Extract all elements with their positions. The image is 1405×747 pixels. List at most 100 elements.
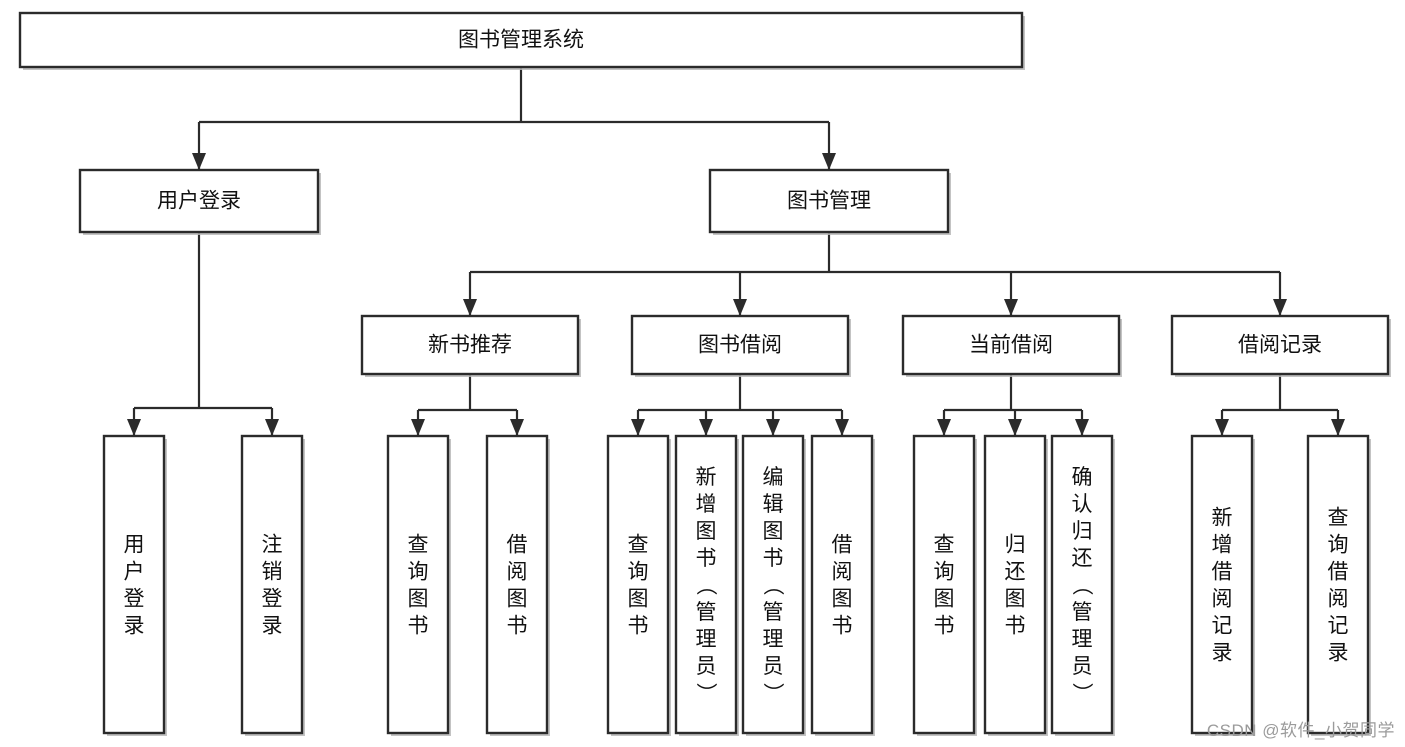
svg-text:归: 归 (1072, 520, 1093, 543)
svg-text:录: 录 (262, 615, 283, 638)
arrow-head-icon (822, 153, 836, 170)
svg-text:）: ） (694, 683, 717, 704)
node-leaf-user-login[interactable]: 用户登录 (102, 434, 167, 736)
svg-text:图: 图 (832, 588, 853, 611)
svg-text:询: 询 (408, 561, 429, 584)
svg-text:图: 图 (1005, 588, 1026, 611)
arrow-head-icon (1008, 419, 1022, 436)
svg-text:图: 图 (507, 588, 528, 611)
node-label: 用户登录 (157, 190, 241, 213)
svg-text:理: 理 (696, 628, 717, 651)
svg-text:查: 查 (408, 534, 429, 557)
svg-text:）: ） (1070, 683, 1093, 704)
arrow-head-icon (127, 419, 141, 436)
svg-text:图: 图 (696, 520, 717, 543)
svg-text:借: 借 (507, 534, 528, 557)
svg-text:图: 图 (628, 588, 649, 611)
svg-text:查: 查 (934, 534, 955, 557)
svg-text:书: 书 (507, 615, 528, 638)
svg-text:查: 查 (628, 534, 649, 557)
svg-text:用: 用 (124, 534, 145, 557)
svg-text:注: 注 (262, 534, 283, 557)
svg-text:认: 认 (1072, 493, 1093, 516)
svg-text:阅: 阅 (507, 561, 528, 584)
svg-text:书: 书 (763, 547, 784, 570)
connector-currentborrow-to-leaves (937, 374, 1089, 436)
arrow-head-icon (1215, 419, 1229, 436)
svg-text:书: 书 (934, 615, 955, 638)
svg-text:登: 登 (262, 588, 283, 611)
svg-text:（: （ (1070, 575, 1093, 596)
node-label: 借阅记录 (1238, 334, 1322, 357)
node-user-login[interactable]: 用户登录 (78, 168, 321, 235)
svg-text:）: ） (761, 683, 784, 704)
svg-text:书: 书 (832, 615, 853, 638)
node-root[interactable]: 图书管理系统 (18, 11, 1025, 70)
boxes-layer: 图书管理系统用户登录图书管理新书推荐图书借阅当前借阅借阅记录用户登录注销登录查询… (18, 11, 1391, 736)
svg-text:管: 管 (763, 601, 784, 624)
svg-text:借: 借 (832, 534, 853, 557)
svg-text:阅: 阅 (1212, 588, 1233, 611)
svg-text:管: 管 (1072, 601, 1093, 624)
svg-text:录: 录 (1328, 642, 1349, 665)
svg-text:询: 询 (1328, 534, 1349, 557)
svg-text:还: 还 (1072, 547, 1093, 570)
connector-bookmanage-to-level3 (463, 232, 1287, 316)
connectors-layer (127, 67, 1345, 436)
connector-bookborrow-to-leaves (631, 374, 849, 436)
connector-userlogin-to-leaves (127, 232, 279, 436)
svg-text:记: 记 (1328, 615, 1349, 638)
svg-text:辑: 辑 (763, 493, 784, 516)
svg-text:书: 书 (628, 615, 649, 638)
arrow-head-icon (1273, 299, 1287, 316)
node-book-borrow[interactable]: 图书借阅 (630, 314, 851, 377)
arrow-head-icon (733, 299, 747, 316)
node-book-manage[interactable]: 图书管理 (708, 168, 951, 235)
svg-text:询: 询 (628, 561, 649, 584)
svg-text:录: 录 (124, 615, 145, 638)
arrow-head-icon (631, 419, 645, 436)
svg-text:书: 书 (1005, 615, 1026, 638)
svg-text:理: 理 (763, 628, 784, 651)
node-borrow-record[interactable]: 借阅记录 (1170, 314, 1391, 377)
node-current-borrow[interactable]: 当前借阅 (901, 314, 1122, 377)
svg-text:书: 书 (408, 615, 429, 638)
svg-text:询: 询 (934, 561, 955, 584)
svg-text:归: 归 (1005, 534, 1026, 557)
node-new-book-recommend[interactable]: 新书推荐 (360, 314, 581, 377)
svg-text:登: 登 (124, 588, 145, 611)
svg-text:户: 户 (124, 561, 145, 584)
connector-newbook-to-leaves (411, 374, 524, 436)
svg-text:员: 员 (1072, 655, 1093, 678)
svg-text:（: （ (761, 575, 784, 596)
svg-text:录: 录 (1212, 642, 1233, 665)
svg-text:图: 图 (408, 588, 429, 611)
connector-borrowrecord-to-leaves (1215, 374, 1345, 436)
svg-text:图: 图 (763, 520, 784, 543)
arrow-head-icon (937, 419, 951, 436)
svg-text:新: 新 (696, 466, 717, 489)
arrow-head-icon (1004, 299, 1018, 316)
arrow-head-icon (766, 419, 780, 436)
node-label: 图书管理系统 (458, 29, 584, 52)
